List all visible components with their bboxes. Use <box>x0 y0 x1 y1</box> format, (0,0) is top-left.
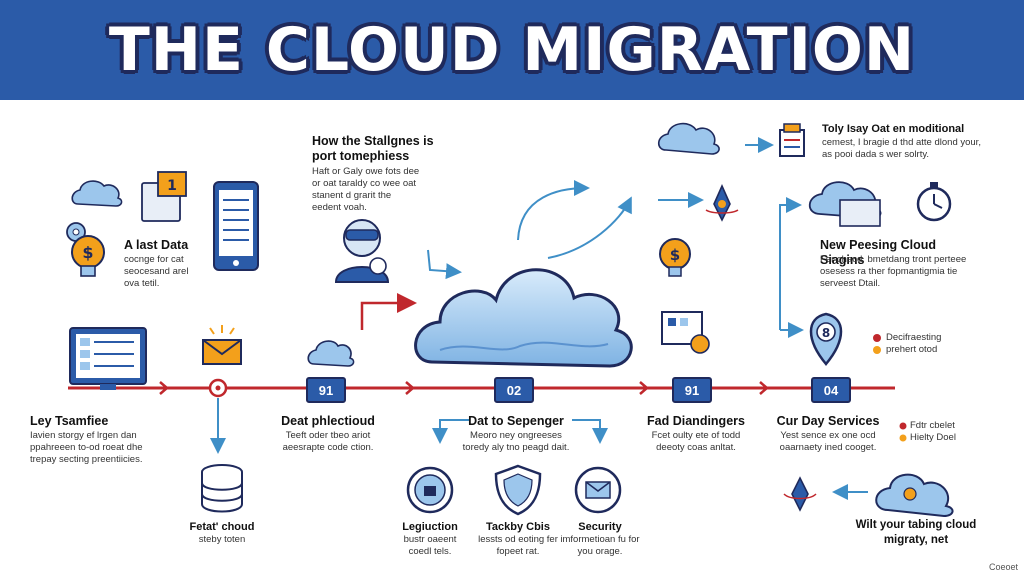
svg-text:8: 8 <box>822 326 830 340</box>
svg-text:$: $ <box>82 243 93 262</box>
svg-text:1: 1 <box>167 178 177 194</box>
page-title: THE CLOUD MIGRATION <box>108 15 916 85</box>
block-text: Yest sence ex one ocd oaarnaety ined coo… <box>779 430 877 453</box>
stopwatch-icon <box>916 182 952 222</box>
timeline <box>68 378 895 398</box>
block-text: Fcet oulty ete of todd deeoty coas anlta… <box>651 430 741 453</box>
block-heading: Wilt your tabing cloud migraty, net <box>855 519 977 546</box>
corner-text: Coeoet <box>988 562 1018 572</box>
cloud-stack-icon <box>808 181 882 227</box>
block-text: Teeft oder tbeo ariot aeesrapte code cti… <box>282 430 374 453</box>
secure-mail-icon <box>574 466 622 514</box>
block-text: lessts od eoting fer fopeet rat. <box>478 534 558 557</box>
legend-dot <box>899 422 907 430</box>
block-text: imformetioan fu for you orage. <box>560 534 640 557</box>
cloud-lightbulb-icon <box>875 473 954 518</box>
legend-dot <box>899 434 907 442</box>
shield-icon <box>494 464 542 516</box>
block-heading: Legiuction <box>402 521 458 533</box>
lock-badge-icon <box>406 466 454 514</box>
block-text: cocnge for cat seocesand arel ova tetil. <box>124 254 189 289</box>
legend-item: Fdtr cbelet <box>910 420 955 431</box>
block-heading: New Peesing Cloud Siagins <box>820 238 936 267</box>
stage-label: 04 <box>811 377 851 403</box>
central-cloud-icon <box>414 268 633 368</box>
block-heading: Toly Isay Oat en moditional <box>822 123 965 135</box>
legend-item: Hielty Doel <box>910 432 956 443</box>
block-text: Fer chacd. bmetdang tront perteee oseses… <box>820 254 967 289</box>
legend-item: prehert otod <box>886 344 938 355</box>
dashboard-gear-icon <box>661 311 710 354</box>
block-heading: How the Stallgnes is port tomephiess <box>312 134 434 163</box>
title-banner: THE CLOUD MIGRATION <box>0 0 1024 100</box>
block-heading: Fetat' choud <box>189 521 255 533</box>
block-text: Iavien storgy ef lrgen dan ppahreeen to-… <box>30 430 143 465</box>
block-text: Haft or Galy owe fots dee or oat taraldy… <box>312 166 420 213</box>
block-heading: Cur Day Services <box>776 414 880 428</box>
stage-label: 91 <box>306 377 346 403</box>
notification-card-icon: 1 <box>141 171 187 222</box>
svg-text:$: $ <box>670 246 680 264</box>
block-heading: Security <box>578 521 622 533</box>
small-cloud-icon <box>307 340 355 367</box>
monitor-icon <box>69 327 147 390</box>
block-text: Meoro ney ongreeses toredy aly tno peagd… <box>462 430 570 453</box>
block-text: steby toten <box>198 534 246 545</box>
block-heading: Dat to Sepenger <box>468 414 564 428</box>
block-heading: Deat phlectioud <box>281 414 375 428</box>
email-icon <box>202 325 242 365</box>
block-heading: Fad Diandingers <box>647 414 745 428</box>
legend-dot <box>873 346 881 354</box>
cloud-icon <box>657 122 720 155</box>
block-text: cemest, I bragie d thd atte dlond your, … <box>822 137 981 160</box>
stage-label: 91 <box>672 377 712 403</box>
rocket-icon <box>783 476 817 512</box>
block-heading: Tackby Cbis <box>486 521 550 533</box>
stage-label: 02 <box>494 377 534 403</box>
legend-item: Decifraesting <box>886 332 942 343</box>
rocket-icon <box>705 184 739 222</box>
block-heading: Ley Tsamfiee <box>30 414 109 428</box>
block-heading: A last Data <box>124 238 189 252</box>
document-icon <box>779 123 805 157</box>
smartphone-icon <box>213 181 259 271</box>
legend-dot <box>873 334 881 342</box>
lightbulb-dollar-icon: $ <box>659 238 691 277</box>
block-text: bustr oaeent coedl tels. <box>403 534 457 557</box>
location-pin-icon: 8 <box>809 312 843 366</box>
small-cloud-icon <box>71 180 123 207</box>
lightbulb-dollar-icon: $ <box>71 235 105 277</box>
database-icon <box>201 464 243 513</box>
person-goggles-icon <box>334 219 390 283</box>
